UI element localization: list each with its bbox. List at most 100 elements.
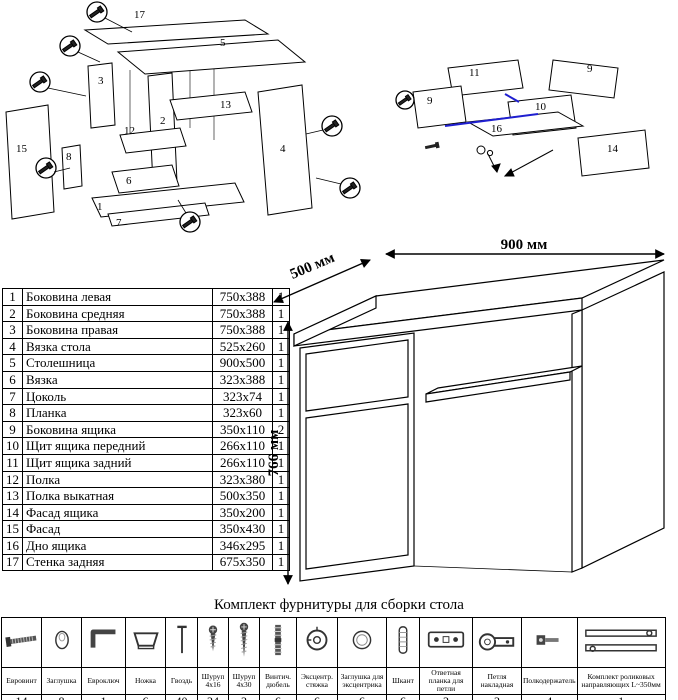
part-label: 10 <box>535 101 547 113</box>
euro-key-icon <box>81 617 126 668</box>
part-1-side <box>91 182 245 218</box>
hardware-name: Винтич. дюбель <box>259 666 297 696</box>
parts-cell-name: Планка <box>22 404 213 422</box>
part-12-shelf <box>119 127 187 154</box>
parts-cell-name: Цоколь <box>22 387 213 406</box>
dimension-depth: 500 мм <box>273 250 371 303</box>
part-14-drawer-facade <box>577 129 650 177</box>
part-labels: 17 5 3 12 13 2 6 1 7 15 8 4 <box>16 9 286 229</box>
part-label: 11 <box>469 67 480 79</box>
plug-icon <box>41 617 82 668</box>
hardware-name: Шуруп 4x30 <box>228 666 260 696</box>
parts-cell-size: 323x74 <box>212 387 273 406</box>
parts-cell-name: Стенка задняя <box>22 553 213 572</box>
part-9-drawer-side <box>412 85 467 129</box>
parts-cell-name: Полка <box>22 470 213 489</box>
hardware-qty: 1 <box>576 694 666 700</box>
part-11-drawer-back <box>447 59 524 97</box>
hardware-callouts <box>29 1 361 233</box>
dowel-icon <box>386 617 420 668</box>
part-4-apron <box>257 84 313 216</box>
parts-cell-n: 2 <box>2 304 23 323</box>
parts-cell-n: 11 <box>2 453 23 472</box>
parts-cell-name: Дно ящика <box>22 536 213 555</box>
part-label: 9 <box>587 63 593 75</box>
hardware-callout <box>86 1 133 33</box>
parts-cell-name: Вязка стола <box>22 337 213 356</box>
hardware-callout <box>35 157 71 179</box>
screw-icon <box>197 617 229 668</box>
hardware-qty: 6 <box>337 694 387 700</box>
hardware-callout <box>305 115 343 137</box>
parts-cell-size: 500x350 <box>212 487 273 505</box>
part-label: 6 <box>126 175 132 187</box>
hardware-name: Шкант <box>386 666 420 696</box>
part-label: 4 <box>280 143 286 155</box>
part-15-facade <box>5 104 55 220</box>
hardware-qty: 6 <box>386 694 420 700</box>
assembly-arrows <box>487 149 554 177</box>
hardware-name: Ножка <box>125 666 166 696</box>
part-label: 5 <box>220 37 226 49</box>
parts-cell-name: Фасад ящика <box>22 503 213 522</box>
fasteners <box>424 141 494 157</box>
part-label: 14 <box>607 143 619 155</box>
leg-icon <box>125 617 166 668</box>
parts-cell-n: 10 <box>2 437 23 455</box>
hardware-name: Полкодержатель <box>521 666 578 696</box>
parts-cell-size: 750x388 <box>212 288 273 306</box>
hardware-qty: 6 <box>296 694 338 700</box>
hardware-name: Комплект роликовых направляющих L~350мм <box>576 666 666 696</box>
parts-cell-n: 14 <box>2 503 23 522</box>
hardware-callout <box>59 35 101 63</box>
part-9-drawer-side <box>548 59 619 99</box>
part-label: 9 <box>427 95 433 107</box>
assembled-desk-drawing: 900 мм 500 мм 766 мм <box>266 237 665 585</box>
parts-cell-size: 266x110 <box>212 453 273 472</box>
hardware-name: Эксцентр. стяжка <box>296 666 338 696</box>
desk-top-left-edge <box>293 295 377 347</box>
keyboard-shelf-front-edge <box>425 371 571 403</box>
hardware-name: Заглушка для эксцентрика <box>337 666 387 696</box>
parts-cell-n: 17 <box>2 553 23 572</box>
parts-cell-name: Фасад <box>22 520 213 538</box>
hardware-name: Заглушка <box>41 666 82 696</box>
drawer-facade <box>305 339 409 412</box>
hinge-icon <box>472 617 522 668</box>
exploded-drawer-diagram: 11 9 9 10 16 14 <box>395 59 650 177</box>
nail-icon <box>165 617 198 668</box>
parts-cell-n: 13 <box>2 487 23 505</box>
hardware-kit-title: Комплект фурнитуры для сборки стола <box>214 597 464 613</box>
part-label: 1 <box>97 201 103 213</box>
parts-cell-size: 350x200 <box>212 503 273 522</box>
parts-cell-size: 350x430 <box>212 520 273 538</box>
dimension-height-label: 766 мм <box>266 430 282 477</box>
part-label: 2 <box>160 115 166 127</box>
shelf-holder-icon <box>521 617 578 668</box>
hardware-callout <box>177 199 201 233</box>
roller-rails-icon <box>576 617 666 668</box>
parts-cell-n: 12 <box>2 470 23 489</box>
hardware-qty: 2 <box>228 694 260 700</box>
parts-cell-name: Щит ящика передний <box>22 437 213 455</box>
parts-cell-name: Боковина левая <box>22 288 213 306</box>
hardware-qty: 2 <box>472 694 522 700</box>
parts-cell-size: 675x350 <box>212 553 273 572</box>
part-label: 7 <box>116 217 122 229</box>
eccentric-icon <box>296 617 338 668</box>
parts-cell-n: 16 <box>2 536 23 555</box>
hardware-qty: 40 <box>165 694 198 700</box>
part-6-tie <box>111 164 180 194</box>
parts-cell-n: 8 <box>2 404 23 422</box>
